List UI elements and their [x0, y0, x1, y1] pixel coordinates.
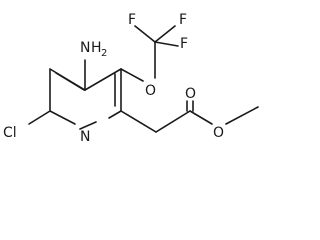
bond-ch2-carbonyl [155, 110, 191, 133]
fluorine-right-label: F [180, 36, 188, 52]
carbonyl-o-label: O [185, 86, 196, 102]
fluorine-top-right-label: F [179, 12, 187, 28]
amine-n-label: N [80, 40, 90, 56]
bond-c4-c3 [84, 68, 122, 91]
bond-ester-o-methyl [225, 106, 259, 125]
amine-h-count-label: 2 [101, 48, 107, 59]
bond-n-c6 [49, 110, 76, 125]
bond-n-c6-inner [79, 121, 97, 130]
chemical-structure-diagram: N H 2 O F F F N Cl O O [3, 12, 259, 145]
ester-o-label: O [213, 125, 224, 141]
bond-cf3-f-left [134, 25, 156, 43]
bond-cf3-f-bottom-right [154, 41, 179, 47]
bond-c6-cl [28, 110, 51, 125]
bond-c3-o [120, 68, 144, 82]
fluorine-top-left-label: F [128, 12, 136, 28]
bond-c2-n [108, 110, 122, 119]
ring-n-label: N [80, 129, 90, 145]
pyridine-ring [49, 68, 122, 130]
ether-o-label: O [145, 83, 156, 99]
bond-cf3-f-right [154, 25, 176, 43]
bond-c2-ch2 [120, 110, 157, 133]
amine-h-label: H [91, 40, 102, 56]
bond-carbonyl-ester-o [189, 110, 213, 125]
chlorine-label: Cl [3, 125, 17, 141]
bond-c5-c4-inner [55, 72, 85, 91]
